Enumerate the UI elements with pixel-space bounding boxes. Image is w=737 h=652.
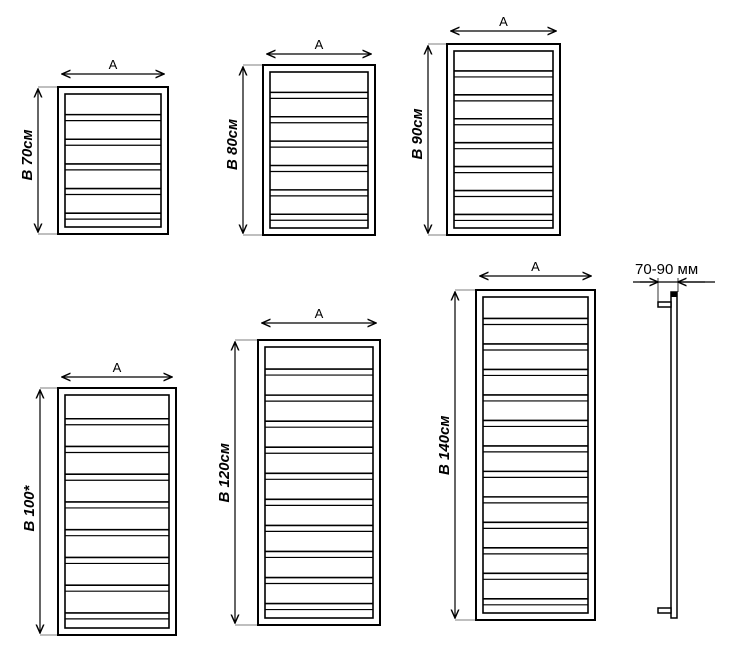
width-label: A: [315, 37, 324, 52]
height-prefix: B: [216, 488, 233, 503]
height-prefix: B: [224, 155, 241, 170]
radiator-5: A B 120см: [216, 306, 381, 626]
width-label: A: [109, 57, 118, 72]
height-label: B 80см: [224, 119, 241, 170]
radiator-frame-inner: [453, 50, 554, 229]
radiator-profile-cap: [671, 292, 677, 297]
radiator-frame-outer: [57, 387, 177, 636]
radiator-frame-inner: [482, 296, 589, 614]
radiator-2: A B 80см: [224, 37, 376, 236]
radiator-profile: [670, 291, 678, 619]
height-prefix: B: [409, 145, 426, 160]
height-prefix: B: [19, 166, 36, 181]
radiator-frame-outer: [257, 339, 381, 626]
radiator-3: A B 90см: [409, 14, 561, 236]
radiator-frame-outer: [57, 86, 169, 235]
width-label: A: [113, 360, 122, 375]
height-prefix: B: [436, 460, 453, 475]
width-label: A: [315, 306, 324, 321]
width-label: A: [531, 259, 540, 274]
radiator-6: A B 140см: [436, 259, 596, 621]
radiator-frame-outer: [262, 64, 376, 236]
height-value: 70см: [19, 129, 36, 165]
height-label: B 70см: [19, 129, 36, 180]
depth-label: 70-90 мм: [635, 261, 698, 278]
width-label: A: [499, 14, 508, 29]
radiator-frame-inner: [269, 71, 369, 229]
radiator-frame-inner: [264, 346, 374, 619]
height-value: 90см: [409, 108, 426, 144]
height-label: B 90см: [409, 108, 426, 159]
radiator-frame-inner: [64, 394, 170, 629]
height-prefix: B: [21, 517, 38, 532]
radiator-1: A B 70см: [19, 57, 169, 235]
side-view: 70-90 мм: [633, 261, 715, 619]
height-value: 80см: [224, 119, 241, 155]
radiator-frame-outer: [475, 289, 596, 621]
radiator-frame-inner: [64, 93, 162, 228]
height-label: B 100*: [21, 484, 38, 531]
height-value: 100*: [21, 484, 38, 516]
height-value: 140см: [436, 416, 453, 460]
height-value: 120см: [216, 443, 233, 487]
radiator-4: A B 100*: [21, 360, 177, 636]
radiator-frame-outer: [446, 43, 561, 236]
wall-bracket-bottom: [657, 607, 672, 614]
wall-bracket-top: [657, 301, 672, 308]
height-label: B 120см: [216, 443, 233, 502]
height-label: B 140см: [436, 416, 453, 475]
